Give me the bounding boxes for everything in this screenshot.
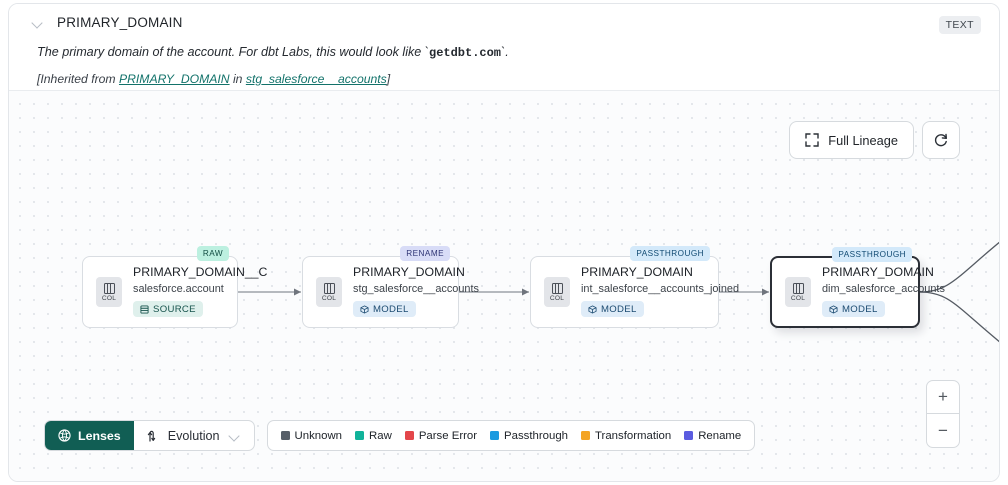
legend-swatch-passthrough	[490, 431, 500, 440]
node-1-title: PRIMARY_DOMAIN__C	[133, 265, 268, 280]
node-3-title: PRIMARY_DOMAIN	[581, 265, 693, 280]
database-icon	[140, 305, 149, 314]
legend-label-raw: Raw	[369, 429, 392, 442]
inherit-suffix: ]	[386, 72, 391, 86]
node-2-subtitle: stg_salesforce__accounts	[353, 283, 479, 296]
node-2-kind-pill: MODEL	[353, 301, 416, 318]
inherited-model-link[interactable]: stg_salesforce__accounts	[245, 72, 387, 86]
node-4-subtitle: dim_salesforce_accounts	[822, 283, 945, 296]
legend-swatch-transformation	[581, 431, 591, 440]
lens-icon	[58, 429, 71, 442]
node-3-icon-label: COL	[549, 294, 565, 302]
description-text-pre: The primary domain of the account. For d…	[37, 45, 429, 59]
legend-swatch-unknown	[280, 431, 290, 440]
lineage-node-1[interactable]: RAW COL PRIMARY_DOMAIN__C salesforce.acc…	[82, 246, 267, 328]
column-icon: COL	[96, 277, 122, 307]
description-text-post: `.	[501, 45, 509, 59]
zoom-in-button[interactable]: +	[927, 381, 959, 414]
full-lineage-label: Full Lineage	[828, 132, 898, 148]
legend-label-transformation: Transformation	[595, 429, 672, 442]
node-3-kind-pill: MODEL	[581, 301, 644, 318]
legend-label-rename: Rename	[698, 429, 742, 442]
lineage-legend: Unknown Raw Parse Error Passthrough Tran…	[266, 420, 756, 451]
node-2-title: PRIMARY_DOMAIN	[353, 265, 465, 280]
cube-icon	[829, 305, 838, 314]
node-3-kind-label: MODEL	[601, 303, 637, 315]
legend-item-rename: Rename	[684, 430, 741, 442]
panel-header: PRIMARY_DOMAIN TEXT The primary domain o…	[9, 4, 999, 90]
inherited-column-link[interactable]: PRIMARY_DOMAIN	[118, 72, 230, 86]
lenses-label: Lenses	[78, 428, 121, 443]
expand-icon	[805, 133, 819, 147]
node-1-badge: RAW	[196, 246, 229, 261]
columns-glyph-icon	[323, 282, 335, 294]
legend-label-unknown: Unknown	[294, 429, 343, 442]
node-1-icon-label: COL	[101, 294, 117, 302]
inherited-from-note: [Inherited from PRIMARY_DOMAIN in stg_sa…	[37, 72, 390, 86]
legend-item-transformation: Transformation	[581, 430, 671, 442]
canvas-top-controls: Full Lineage	[789, 121, 960, 159]
lenses-button[interactable]: Lenses	[45, 421, 134, 450]
legend-swatch-rename	[684, 431, 694, 440]
node-4-body: PRIMARY_DOMAIN dim_salesforce_accounts M…	[822, 265, 945, 319]
inherit-prefix: [Inherited from	[37, 72, 119, 86]
node-4-kind-label: MODEL	[842, 303, 878, 315]
column-lineage-panel: PRIMARY_DOMAIN TEXT The primary domain o…	[8, 3, 1000, 482]
column-header-row[interactable]: PRIMARY_DOMAIN	[31, 15, 183, 30]
node-2-icon-label: COL	[321, 294, 337, 302]
zoom-controls: + −	[926, 380, 960, 448]
legend-item-unknown: Unknown	[280, 429, 343, 442]
node-3-body: PRIMARY_DOMAIN int_salesforce__accounts_…	[581, 265, 739, 319]
column-description: The primary domain of the account. For d…	[37, 45, 509, 60]
node-1-kind-pill: SOURCE	[133, 301, 203, 318]
chevron-down-icon	[228, 429, 242, 443]
node-3-subtitle: int_salesforce__accounts_joined	[581, 283, 740, 296]
evolution-dropdown[interactable]: Evolution	[134, 421, 254, 450]
node-1-subtitle: salesforce.account	[133, 283, 224, 296]
legend-item-passthrough: Passthrough	[490, 430, 568, 442]
columns-glyph-icon	[551, 282, 563, 294]
columns-glyph-icon	[103, 282, 115, 294]
column-icon: COL	[316, 277, 342, 307]
column-icon: COL	[544, 277, 570, 307]
node-2-body: PRIMARY_DOMAIN stg_salesforce__accounts …	[353, 265, 479, 319]
legend-swatch-raw	[355, 431, 365, 440]
node-1-body: PRIMARY_DOMAIN__C salesforce.account SOU…	[133, 265, 267, 319]
node-3-badge: PASSTHROUGH	[630, 246, 710, 261]
cube-icon	[360, 305, 369, 314]
node-4-badge: PASSTHROUGH	[832, 247, 912, 262]
inherit-middle: in	[229, 72, 246, 86]
legend-item-raw: Raw	[355, 430, 392, 442]
sort-arrows-icon	[147, 430, 155, 442]
refresh-icon	[934, 133, 947, 147]
full-lineage-button[interactable]: Full Lineage	[789, 121, 914, 159]
node-4-icon-label: COL	[790, 294, 806, 302]
node-4-kind-pill: MODEL	[822, 301, 885, 318]
columns-glyph-icon	[792, 282, 804, 294]
page-title: PRIMARY_DOMAIN	[57, 15, 183, 30]
refresh-button[interactable]	[922, 121, 960, 159]
node-2-badge: RENAME	[400, 246, 450, 261]
lenses-segment: Lenses Evolution	[44, 420, 255, 451]
description-code: getdbt.com	[429, 46, 502, 60]
legend-swatch-parse-error	[404, 431, 414, 440]
legend-label-parse-error: Parse Error	[418, 429, 478, 442]
cube-icon	[588, 305, 597, 314]
canvas-toolbar: Lenses Evolution Unknown	[44, 420, 756, 451]
chevron-down-icon[interactable]	[31, 16, 45, 30]
legend-label-passthrough: Passthrough	[504, 429, 569, 442]
lineage-node-2[interactable]: RENAME COL PRIMARY_DOMAIN stg_salesforce…	[302, 246, 479, 328]
column-icon: COL	[785, 277, 811, 307]
evolution-label: Evolution	[167, 428, 220, 443]
lineage-node-4[interactable]: PASSTHROUGH COL PRIMARY_DOMAIN dim_sales…	[770, 247, 945, 328]
lineage-canvas[interactable]: Full Lineage + − RAW COL PRIMARY_DOMAIN_…	[9, 90, 999, 481]
lineage-node-3[interactable]: PASSTHROUGH COL PRIMARY_DOMAIN int_sales…	[530, 246, 739, 328]
node-1-kind-label: SOURCE	[153, 303, 196, 315]
type-badge: TEXT	[938, 16, 981, 34]
node-2-kind-label: MODEL	[373, 303, 409, 315]
legend-item-parse-error: Parse Error	[404, 429, 478, 442]
zoom-out-button[interactable]: −	[938, 420, 948, 440]
node-4-title: PRIMARY_DOMAIN	[822, 265, 934, 280]
